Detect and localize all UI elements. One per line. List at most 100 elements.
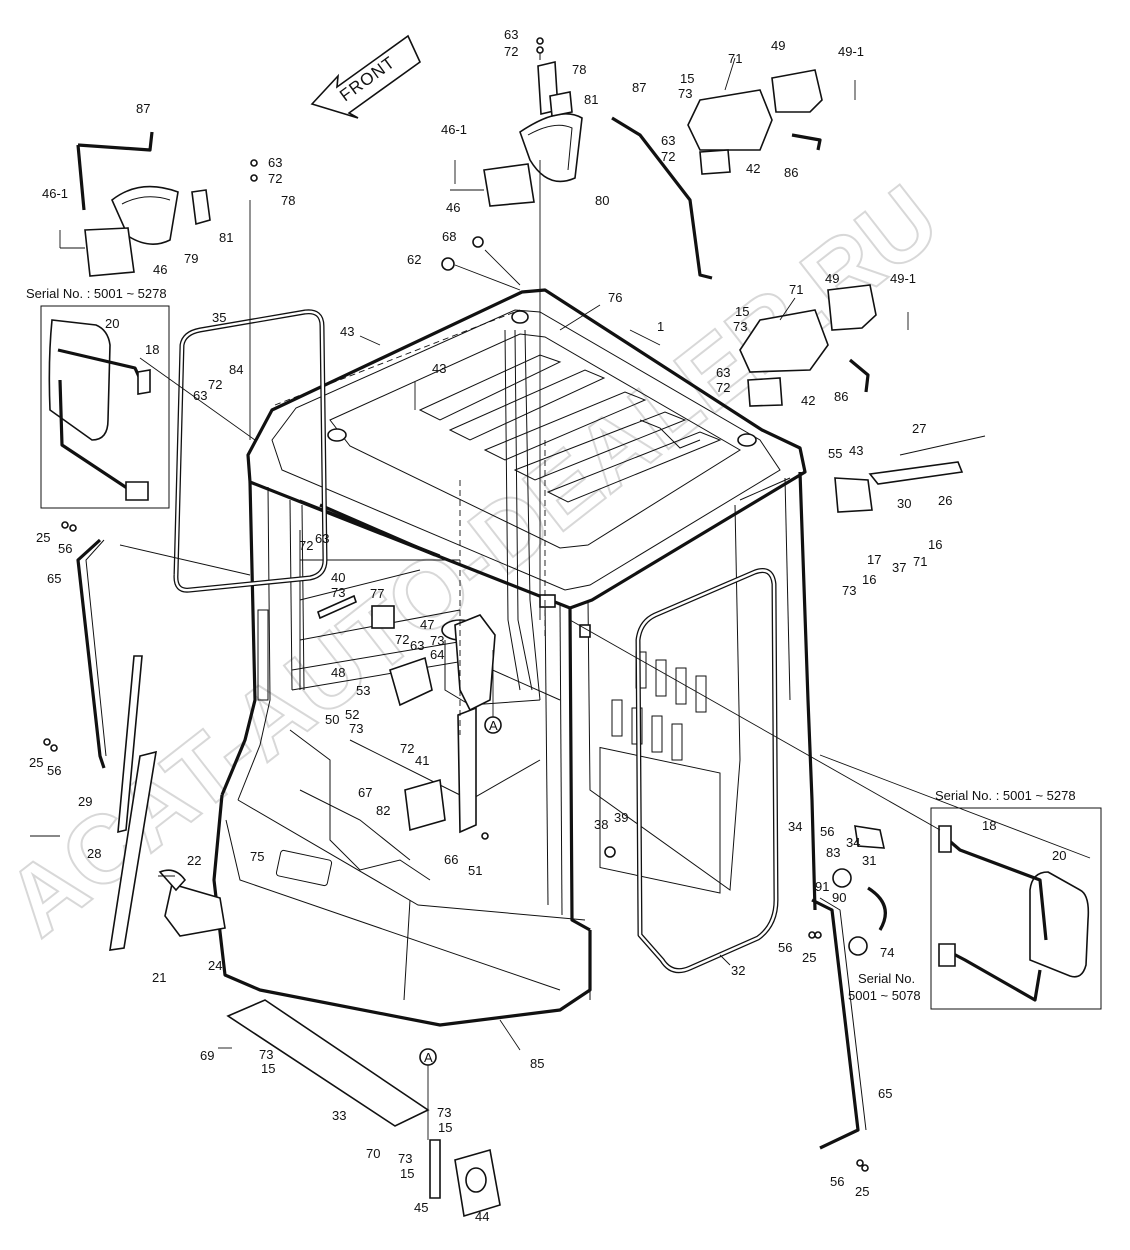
callout: 42 bbox=[801, 393, 815, 408]
callout: 53 bbox=[356, 683, 370, 698]
view-marker-a-lower: A bbox=[424, 1050, 433, 1065]
callout: 43 bbox=[432, 361, 446, 376]
callout: 41 bbox=[415, 753, 429, 768]
callout: 78 bbox=[281, 193, 295, 208]
callout: 83 bbox=[826, 845, 840, 860]
callout: 63 bbox=[268, 155, 282, 170]
callout: 71 bbox=[913, 554, 927, 569]
part-callouts: 63 72 78 81 87 71 49 49-1 15 73 63 72 42… bbox=[29, 27, 1066, 1224]
callout: 21 bbox=[152, 970, 166, 985]
callout: 25 bbox=[36, 530, 50, 545]
callout: 63 bbox=[410, 638, 424, 653]
callout: 18 bbox=[982, 818, 996, 833]
callout: 73 bbox=[733, 319, 747, 334]
callout: 77 bbox=[370, 586, 384, 601]
callout: 63 bbox=[193, 388, 207, 403]
callout: 20 bbox=[105, 316, 119, 331]
callout: 52 bbox=[345, 707, 359, 722]
door-seal bbox=[635, 568, 779, 974]
callout: 45 bbox=[414, 1200, 428, 1215]
callout: 46 bbox=[153, 262, 167, 277]
callout: 56 bbox=[830, 1174, 844, 1189]
callout: 34 bbox=[846, 835, 860, 850]
callout: 81 bbox=[219, 230, 233, 245]
callout: 72 bbox=[504, 44, 518, 59]
callout: 56 bbox=[47, 763, 61, 778]
cab-frame bbox=[212, 288, 817, 1027]
callout: 72 bbox=[268, 171, 282, 186]
callout: 47 bbox=[420, 617, 434, 632]
callout: 67 bbox=[358, 785, 372, 800]
callout: 16 bbox=[862, 572, 876, 587]
callout: 15 bbox=[261, 1061, 275, 1076]
view-marker-a-upper: A bbox=[489, 718, 498, 733]
callout: 86 bbox=[784, 165, 798, 180]
callout: 73 bbox=[349, 721, 363, 736]
callout: 32 bbox=[731, 963, 745, 978]
callout: 73 bbox=[842, 583, 856, 598]
callout: 31 bbox=[862, 853, 876, 868]
callout: 20 bbox=[1052, 848, 1066, 863]
callout: 87 bbox=[136, 101, 150, 116]
callout: 66 bbox=[444, 852, 458, 867]
callout: 75 bbox=[250, 849, 264, 864]
callout: 22 bbox=[187, 853, 201, 868]
serial-note-left: Serial No. : 5001 ~ 5278 bbox=[26, 286, 167, 301]
callout: 33 bbox=[332, 1108, 346, 1123]
callout: 15 bbox=[735, 304, 749, 319]
callout: 70 bbox=[366, 1146, 380, 1161]
callout: 65 bbox=[47, 571, 61, 586]
leader-lines bbox=[30, 57, 1091, 1051]
callout: 84 bbox=[229, 362, 243, 377]
callout: 72 bbox=[208, 377, 222, 392]
callout: 72 bbox=[661, 149, 675, 164]
serial-note-lower-2: 5001 ~ 5078 bbox=[848, 988, 921, 1003]
callout: 90 bbox=[832, 890, 846, 905]
callout: 30 bbox=[897, 496, 911, 511]
callout: 91 bbox=[815, 879, 829, 894]
hardware-misc: A A bbox=[43, 37, 887, 1218]
callout: 27 bbox=[912, 421, 926, 436]
callout: 56 bbox=[58, 541, 72, 556]
callout: 69 bbox=[200, 1048, 214, 1063]
callout: 81 bbox=[584, 92, 598, 107]
callout: 1 bbox=[657, 319, 664, 334]
callout: 25 bbox=[802, 950, 816, 965]
callout: 40 bbox=[331, 570, 345, 585]
callout: 79 bbox=[184, 251, 198, 266]
handrails bbox=[76, 538, 867, 1150]
callout: 25 bbox=[29, 755, 43, 770]
callout: 63 bbox=[315, 531, 329, 546]
callout: 15 bbox=[680, 71, 694, 86]
callout: 49-1 bbox=[838, 44, 864, 59]
serial-note-lower-1: Serial No. bbox=[858, 971, 915, 986]
callout: 24 bbox=[208, 958, 222, 973]
front-wiper bbox=[109, 435, 986, 951]
work-lamp-top-center bbox=[519, 48, 583, 183]
callout: 72 bbox=[395, 632, 409, 647]
callout: 34 bbox=[788, 819, 802, 834]
callout: 18 bbox=[145, 342, 159, 357]
callout: 73 bbox=[430, 633, 444, 648]
callout: 62 bbox=[407, 252, 421, 267]
callout: 72 bbox=[400, 741, 414, 756]
callout: 49 bbox=[825, 271, 839, 286]
callout: 73 bbox=[437, 1105, 451, 1120]
callout: 37 bbox=[892, 560, 906, 575]
mirror-inset-left: Serial No. : 5001 ~ 5278 bbox=[26, 286, 170, 509]
callout: 43 bbox=[849, 443, 863, 458]
callout: 64 bbox=[430, 647, 444, 662]
callout: 48 bbox=[331, 665, 345, 680]
callout: 56 bbox=[820, 824, 834, 839]
callout: 71 bbox=[789, 282, 803, 297]
callout: 49-1 bbox=[890, 271, 916, 286]
callout: 63 bbox=[504, 27, 518, 42]
callout: 73 bbox=[398, 1151, 412, 1166]
callout: 72 bbox=[299, 538, 313, 553]
callout: 51 bbox=[468, 863, 482, 878]
callout: 16 bbox=[928, 537, 942, 552]
front-direction-arrow: FRONT bbox=[310, 34, 422, 119]
callout: 43 bbox=[340, 324, 354, 339]
callout: 50 bbox=[325, 712, 339, 727]
